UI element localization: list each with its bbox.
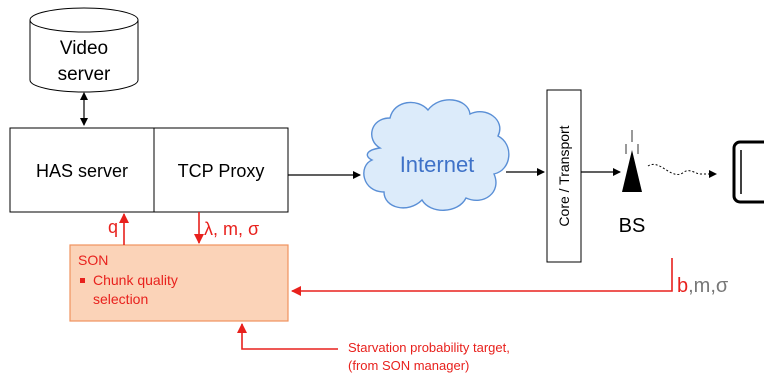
wireless-link	[647, 163, 701, 175]
core-transport-box	[546, 89, 582, 263]
bs-label: BS	[619, 215, 646, 237]
target-label-line2: (from SON manager)	[348, 358, 469, 373]
lambda-m-sigma-label: λ, m, σ	[204, 219, 259, 239]
video-server-label-line1: Video	[60, 38, 108, 59]
b-m-sigma-label: b,m,σ	[677, 275, 729, 297]
tablet-icon	[732, 140, 764, 204]
internet-cloud: Internet	[363, 99, 510, 211]
video-server-database: Video server	[29, 7, 139, 93]
server-box	[9, 127, 289, 213]
internet-cloud-shape	[363, 99, 510, 211]
son-box	[69, 244, 289, 322]
son-bullet-line1: Chunk quality	[93, 272, 178, 288]
target-label-line1: Starvation probability target,	[348, 340, 510, 355]
internet-label: Internet	[400, 152, 475, 177]
core-transport-label: Core / Transport	[556, 125, 572, 226]
q-label: q	[108, 217, 118, 237]
bs-to-son-arrow	[291, 258, 673, 296]
son-bullet-line2: selection	[93, 291, 148, 307]
tcp-proxy-label: TCP Proxy	[178, 161, 265, 181]
video-server-label-line2: server	[58, 64, 111, 85]
target-arrow	[237, 323, 338, 350]
son-title: SON	[78, 252, 108, 268]
has-server-label: HAS server	[36, 161, 128, 181]
base-station-icon	[622, 130, 642, 192]
son-bullet	[80, 278, 85, 283]
